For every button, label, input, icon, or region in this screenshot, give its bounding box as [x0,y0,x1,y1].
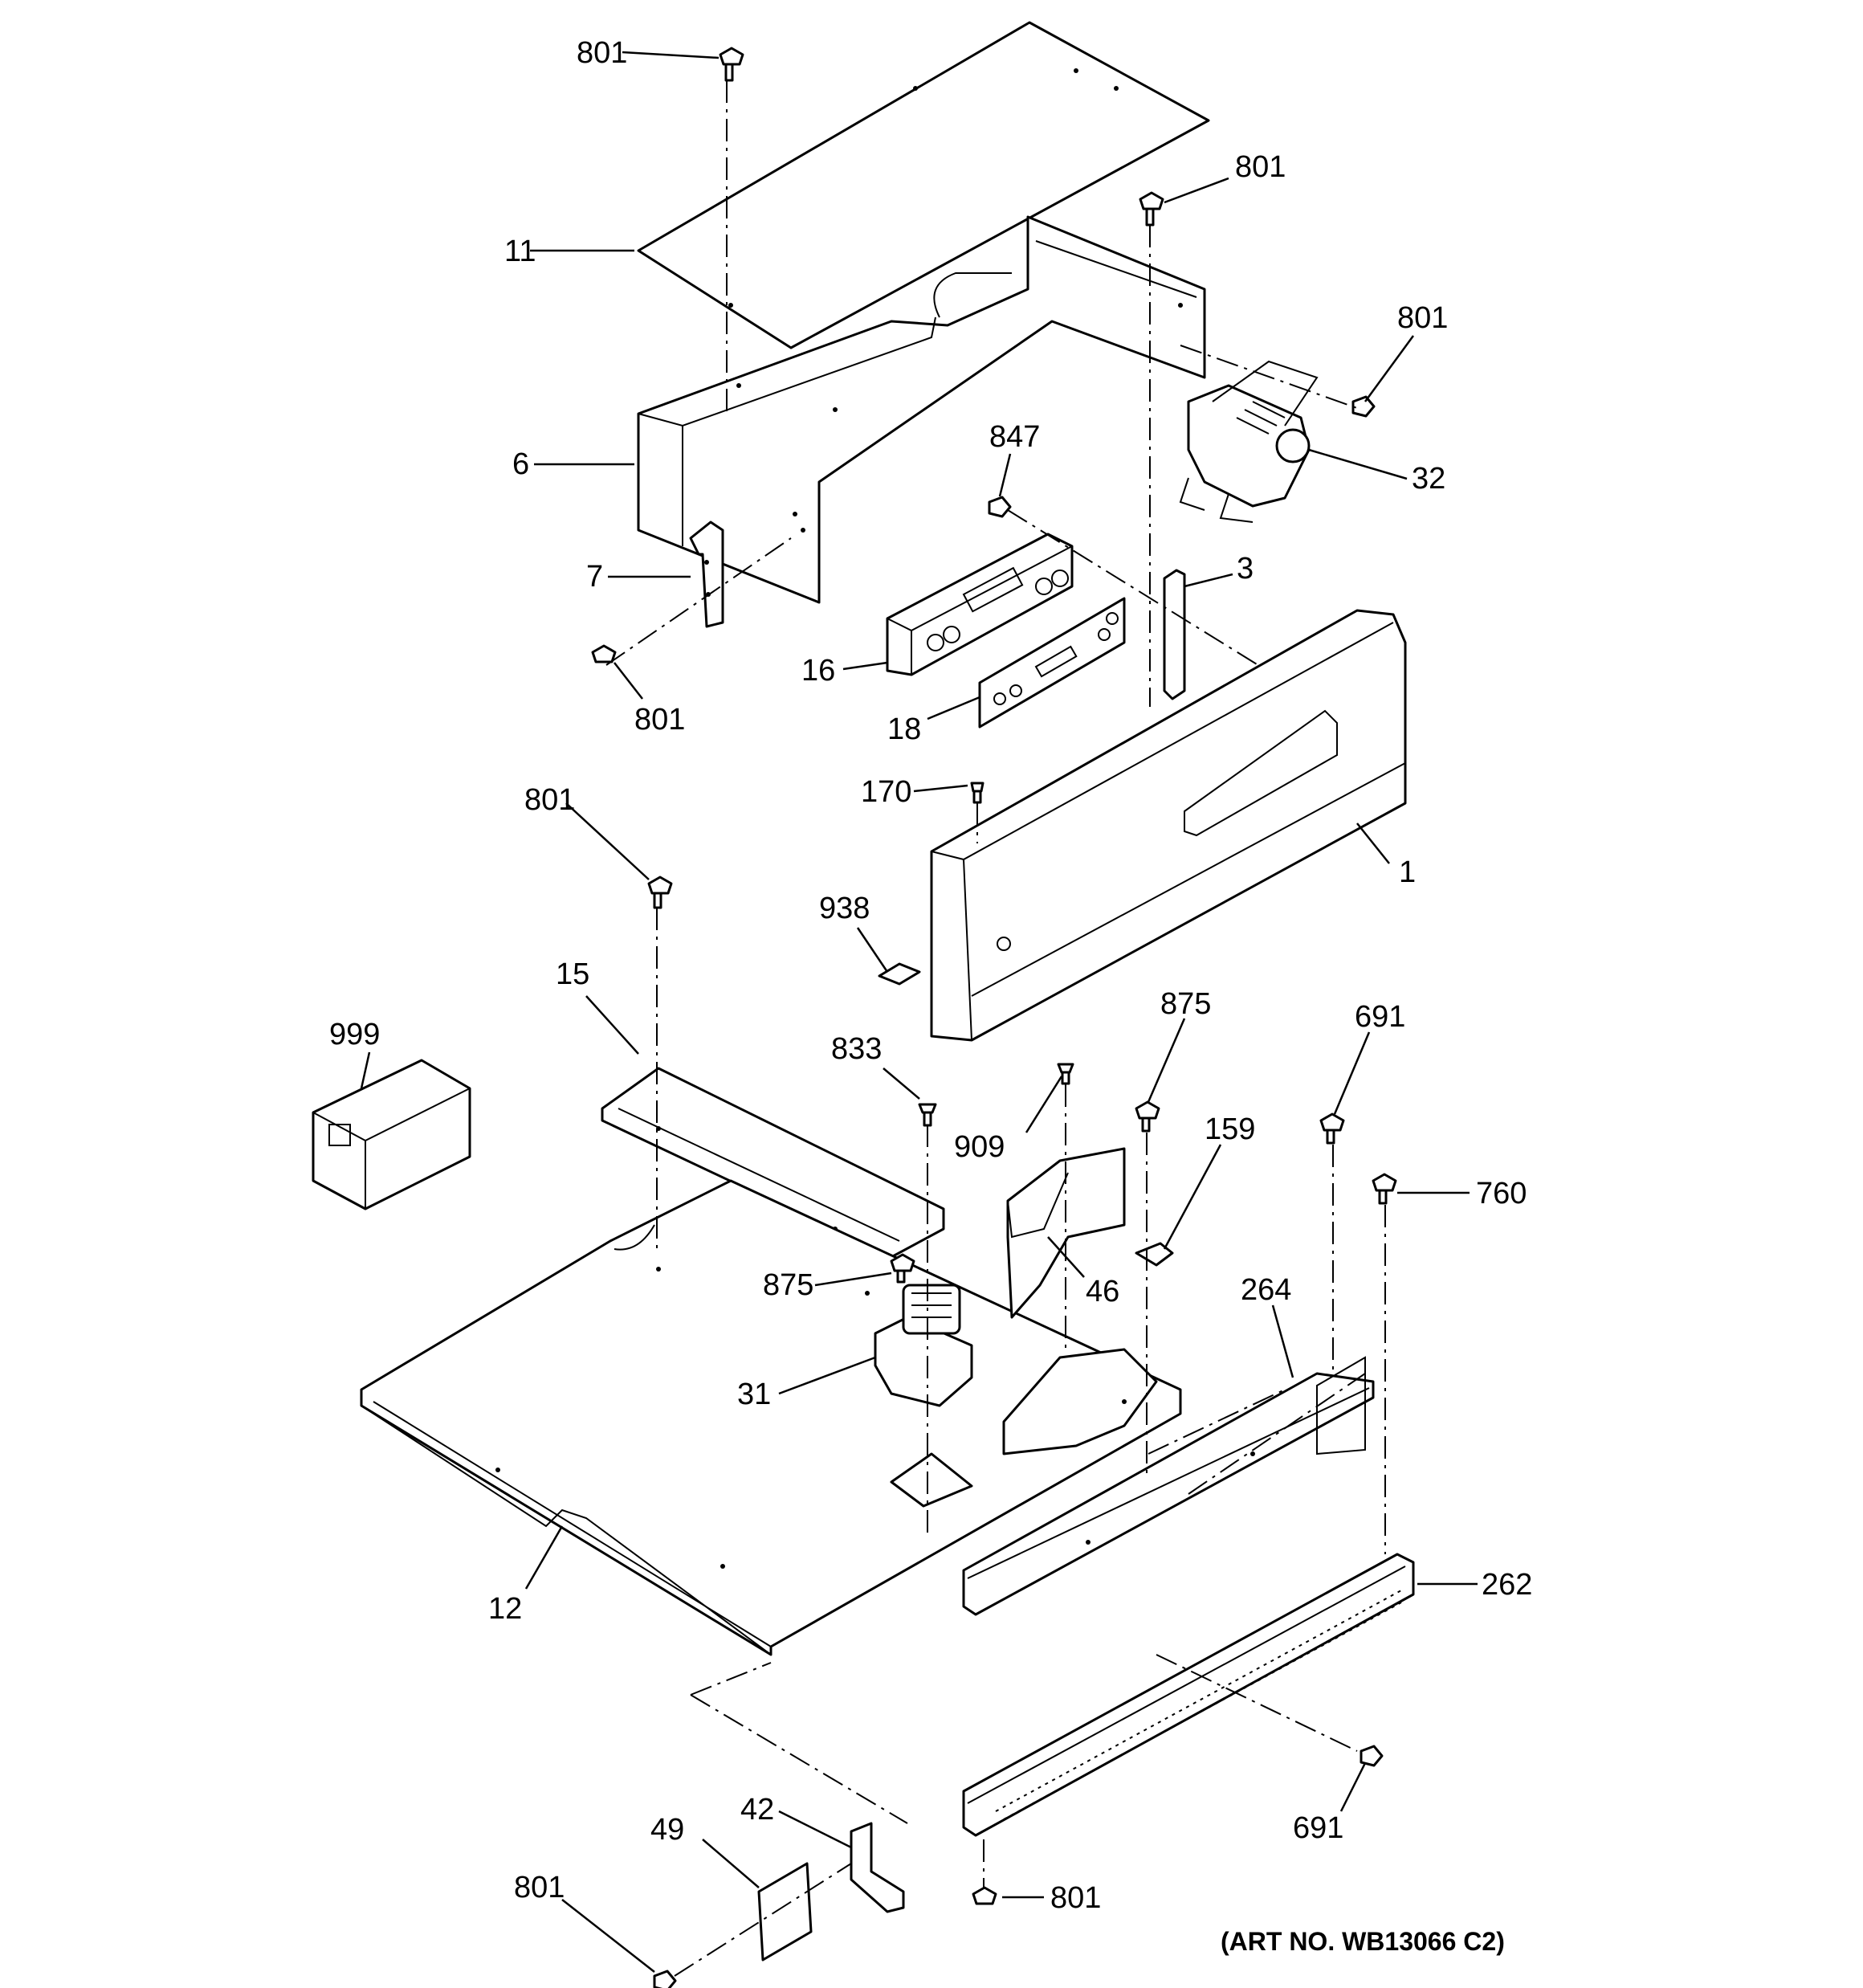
screw-760 [1372,1173,1397,1205]
screw-801-bottom [653,1970,677,1988]
alignment-lines [605,80,1386,1977]
callout-999: 999 [329,1018,380,1051]
callout-49: 49 [650,1813,684,1847]
part-3-vertical-bracket [1163,569,1186,700]
part-159-thermostat [1135,1242,1174,1267]
callout-159: 159 [1205,1112,1255,1146]
callout-46: 46 [1086,1275,1119,1308]
screw-909 [1057,1063,1074,1085]
callout-32: 32 [1412,462,1445,496]
callout-938: 938 [819,892,870,925]
callout-833: 833 [831,1032,882,1066]
leader-lines [360,51,1478,1973]
screw-691-upper [1319,1112,1345,1145]
screw-801-bracket [591,644,617,663]
callout-18: 18 [887,712,921,746]
part-11-top-cover [637,21,1210,349]
screw-801-right [1139,191,1164,227]
callout-875-lower: 875 [763,1268,813,1302]
screw-170 [970,782,984,804]
callout-15: 15 [556,957,589,991]
screw-801-base [647,876,673,909]
callout-1: 1 [1399,855,1416,889]
part-31-motor-assembly [874,1284,973,1407]
callout-170: 170 [861,775,911,809]
callout-12: 12 [488,1592,522,1626]
part-7-bracket [689,520,724,628]
callout-31: 31 [737,1378,771,1411]
screw-801-top [719,47,744,82]
callout-691-lower: 691 [1293,1811,1343,1845]
callout-801-right: 801 [1235,150,1286,184]
callout-264: 264 [1241,1273,1291,1307]
callout-3: 3 [1237,552,1254,586]
part-18-overlay [978,597,1126,729]
screw-833 [918,1103,937,1127]
callout-801-base: 801 [524,783,575,817]
part-938-clip [878,962,921,986]
screw-875-lower [890,1253,915,1284]
callout-760: 760 [1476,1177,1527,1210]
screw-801-motor [1351,395,1376,418]
art-number: (ART NO. WB13066 C2) [1221,1927,1505,1956]
callout-847: 847 [989,420,1040,454]
part-12-base-tray [360,1179,1182,1656]
callout-801-bracket: 801 [634,703,685,737]
callout-42: 42 [740,1793,774,1827]
part-32-motor [1179,360,1319,523]
part-42-bracket [850,1822,905,1913]
part-49-label [757,1862,813,1961]
screw-847 [988,496,1012,518]
callout-11: 11 [504,235,536,268]
callout-labels: 801 11 801 801 6 847 32 7 3 16 801 18 80… [329,36,1532,1915]
callout-262: 262 [1482,1568,1532,1602]
part-264-front-rail [962,1356,1375,1616]
part-999-box [312,1059,471,1210]
part-1-control-panel [930,609,1407,1042]
callout-801-top: 801 [577,36,627,70]
part-6-housing [637,215,1206,604]
screw-801-grille [972,1886,997,1905]
callout-801-motor: 801 [1397,301,1448,335]
part-46-baffle [1006,1147,1126,1319]
callout-875-upper: 875 [1160,987,1211,1021]
callout-801-grille: 801 [1050,1881,1101,1915]
callout-909: 909 [954,1130,1005,1164]
callout-16: 16 [801,654,835,688]
screws [591,47,1397,1988]
callout-7: 7 [586,560,603,594]
screw-875-upper [1135,1100,1160,1133]
part-262-grille [962,1553,1415,1837]
callout-691-upper: 691 [1355,1000,1405,1034]
callout-6: 6 [512,447,529,481]
screw-691-lower [1360,1745,1384,1767]
callout-801-bottom: 801 [514,1871,565,1904]
